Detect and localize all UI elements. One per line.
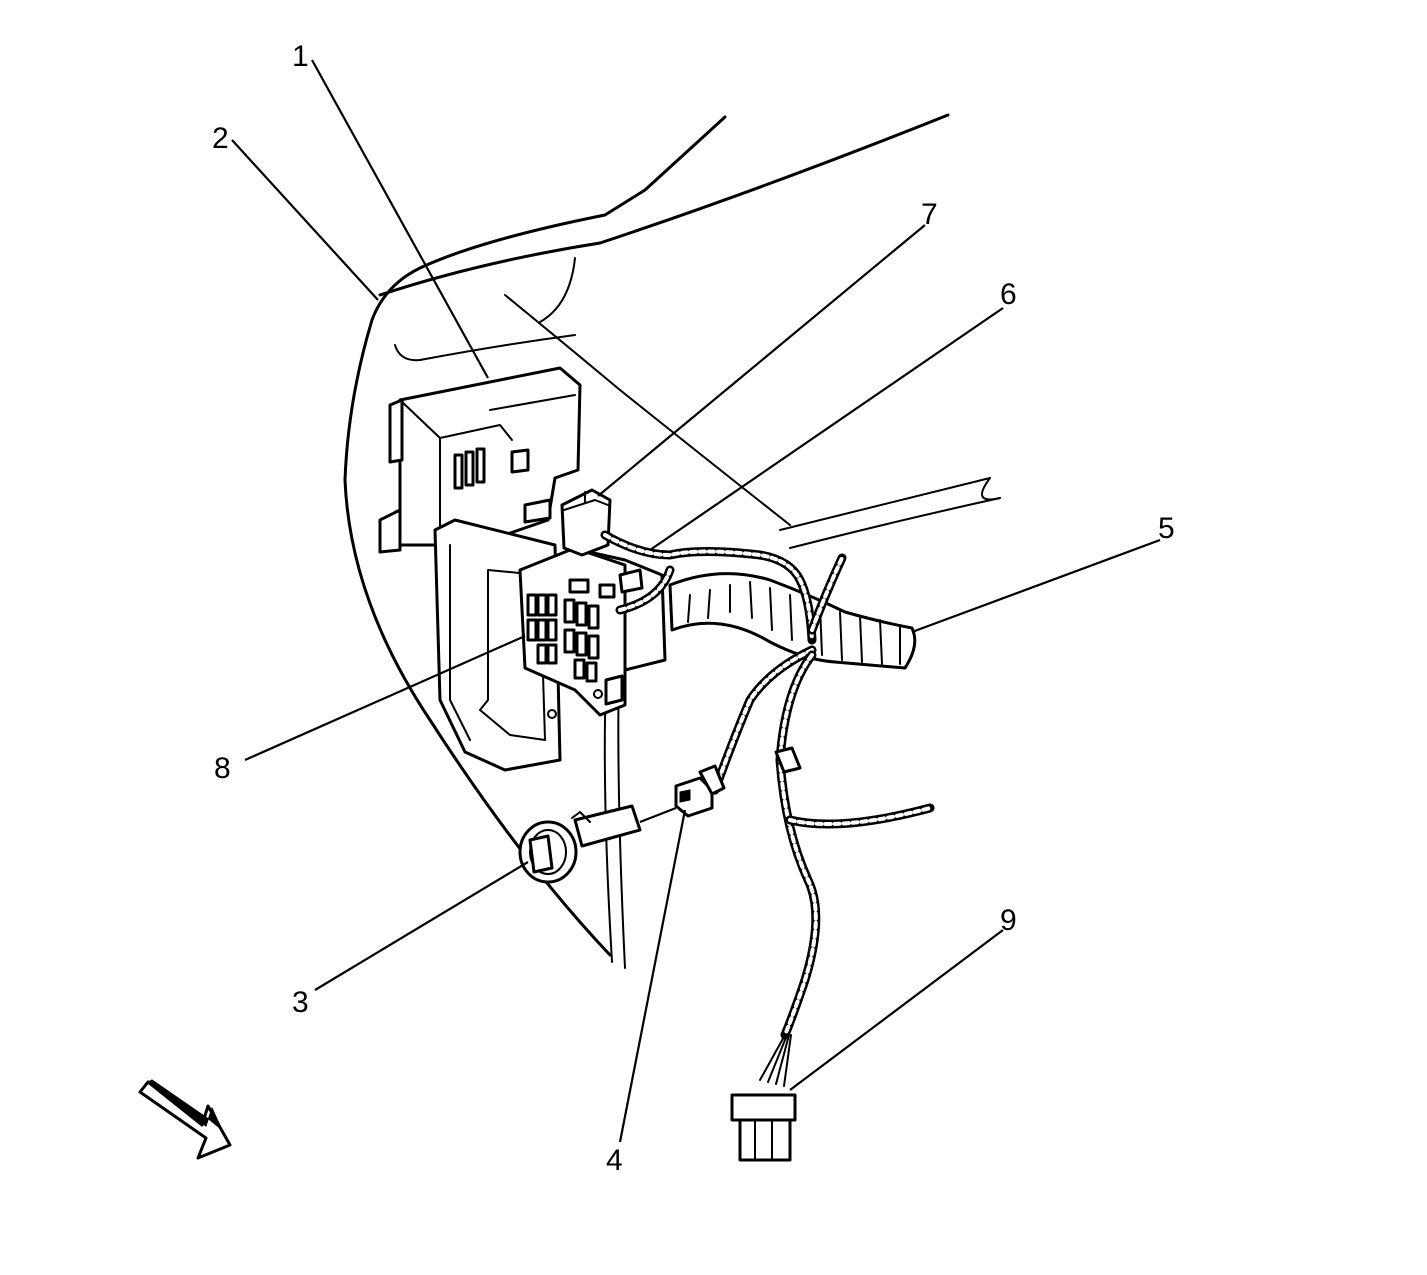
callout-8: 8 <box>214 752 231 785</box>
fuse-cells <box>526 578 616 683</box>
instrument-panel-outline <box>343 113 1001 969</box>
switch-assembly <box>518 804 677 884</box>
callout-7: 7 <box>921 198 938 231</box>
callout-4: 4 <box>606 1144 623 1177</box>
callout-labels: 1 2 3 4 5 6 7 8 9 <box>212 40 1175 1177</box>
callout-3: 3 <box>292 986 309 1019</box>
fuse-block <box>433 518 667 772</box>
callout-6: 6 <box>1000 278 1017 311</box>
view-direction-arrow-icon <box>138 1079 232 1160</box>
callout-9: 9 <box>1000 904 1017 937</box>
main-harness-conduit <box>668 572 917 670</box>
leader-lines <box>231 59 1161 1143</box>
connector-4 <box>674 764 726 818</box>
fuse-block-upper-module <box>378 366 582 554</box>
upper-wires <box>600 530 847 645</box>
callout-2: 2 <box>212 122 229 155</box>
callout-5: 5 <box>1158 512 1175 545</box>
connector-9 <box>730 1034 797 1162</box>
callout-1: 1 <box>292 40 309 73</box>
lower-harness-branches <box>710 645 935 1040</box>
connector-7 <box>560 488 612 557</box>
